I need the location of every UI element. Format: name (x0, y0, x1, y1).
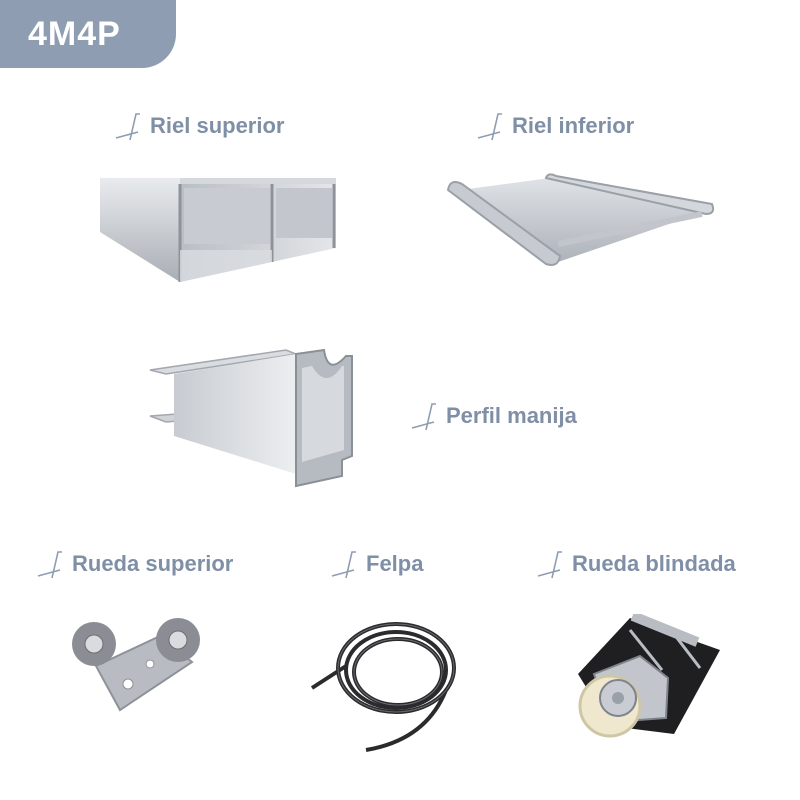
riel-inferior-image (446, 173, 715, 266)
line-marker-icon (37, 551, 62, 579)
label-felpa: Felpa (330, 548, 423, 580)
perfil-manija-image (149, 348, 353, 488)
brand-badge-text: 4M4P (28, 14, 121, 53)
label-rueda-superior: Rueda superior (36, 548, 233, 580)
line-marker-icon (477, 113, 502, 141)
label-perfil-manija: Perfil manija (410, 400, 577, 432)
label-riel-inferior: Riel inferior (476, 110, 634, 142)
label-riel-superior: Riel superior (114, 110, 284, 142)
rueda-blindada-image (578, 614, 720, 738)
riel-superior-image (100, 178, 336, 282)
label-text: Perfil manija (446, 403, 577, 428)
label-text: Rueda superior (72, 551, 234, 576)
label-text: Rueda blindada (572, 551, 736, 576)
line-marker-icon (411, 403, 436, 431)
line-marker-icon (331, 551, 356, 579)
felpa-image (310, 622, 456, 752)
brand-badge: 4M4P (0, 0, 176, 68)
line-marker-icon (115, 113, 140, 141)
label-rueda-blindada: Rueda blindada (536, 548, 736, 580)
rueda-superior-image (72, 618, 200, 712)
label-text: Riel inferior (512, 113, 635, 138)
label-text: Felpa (366, 551, 424, 576)
line-marker-icon (537, 551, 562, 579)
label-text: Riel superior (150, 113, 285, 138)
